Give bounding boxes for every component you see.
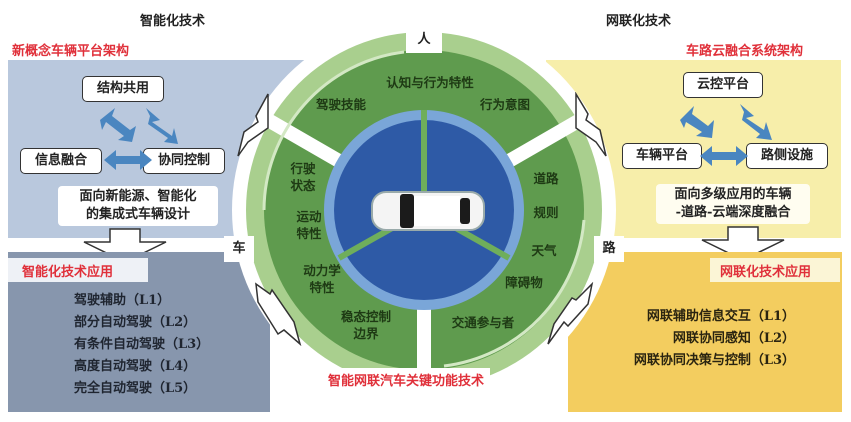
intelligent-application-title-bg: 智能化技术应用 — [8, 258, 148, 282]
level-item: 有条件自动驾驶（L3） — [74, 337, 210, 352]
person-item: 行为意图 — [479, 97, 530, 112]
vehicle-design-description: 面向新能源、智能化 的集成式车辆设计 — [58, 186, 218, 226]
person-sector-label: 人 — [406, 27, 442, 53]
deep-fusion-description: 面向多级应用的车辆 -道路-云端深度融合 — [656, 184, 810, 224]
level-item: 网联辅助信息交互（L1） — [646, 309, 795, 324]
vehicle-platform-title-bg: 新概念车辆平台架构 — [8, 38, 176, 60]
road-item: 规则 — [533, 205, 559, 220]
intelligent-application-title: 智能化技术应用 — [22, 265, 114, 280]
level-item: 网联协同决策与控制（L3） — [633, 353, 795, 368]
person-item: 驾驶技能 — [315, 97, 366, 112]
double-arrow-icon — [104, 150, 152, 170]
zigzag-arrow-icon — [237, 93, 269, 157]
right-heading: 网联化技术 — [606, 14, 672, 29]
intelligent-levels-list: 驾驶辅助（L1） 部分自动驾驶（L2） 有条件自动驾驶（L3） 高度自动驾驶（L… — [74, 290, 209, 400]
vehicle-item: 运动 特性 — [296, 209, 322, 241]
node-vehicle-platform: 车辆平台 — [622, 143, 702, 169]
zigzag-arrow-icon — [575, 92, 607, 157]
connected-application-title-bg: 网联化技术应用 — [710, 258, 840, 282]
node-cooperative-control: 协同控制 — [143, 148, 225, 174]
double-arrow-icon — [146, 108, 178, 144]
connected-levels-list: 网联辅助信息交互（L1） 网联协同感知（L2） 网联协同决策与控制（L3） — [634, 306, 795, 372]
car-icon — [371, 191, 485, 231]
person-item: 认知与行为特性 — [386, 75, 474, 90]
double-arrow-icon — [740, 104, 772, 140]
double-arrow-icon — [680, 106, 714, 138]
key-function-title: 智能网联汽车关键功能技术 — [328, 374, 485, 389]
vehicle-item: 行驶 状态 — [290, 161, 316, 193]
road-item: 交通参与者 — [451, 315, 515, 330]
level-item: 完全自动驾驶（L5） — [74, 381, 197, 396]
zigzag-arrow-icon — [255, 282, 302, 346]
vehicle-road-cloud-title: 车路云融合系统架构 — [686, 44, 804, 59]
vehicle-road-cloud-title-bg: 车路云融合系统架构 — [680, 38, 840, 60]
key-function-title-bg: 智能网联汽车关键功能技术 — [322, 368, 491, 391]
node-roadside-facilities: 路侧设施 — [746, 143, 828, 169]
vehicle-sector-label: 车 — [224, 236, 254, 262]
node-cloud-control-platform: 云控平台 — [683, 72, 763, 98]
down-arrow-icon — [701, 226, 785, 261]
level-item: 部分自动驾驶（L2） — [74, 315, 197, 330]
key-function-wheel — [224, 20, 624, 400]
left-heading: 智能化技术 — [140, 14, 206, 29]
double-arrow-icon — [700, 146, 748, 166]
level-item: 网联协同感知（L2） — [672, 331, 795, 346]
vehicle-item: 稳态控制 边界 — [340, 309, 391, 341]
zigzag-arrow-icon — [547, 282, 594, 345]
node-information-fusion: 信息融合 — [20, 148, 102, 174]
road-item: 障碍物 — [505, 275, 543, 290]
road-item: 道路 — [533, 171, 559, 186]
double-arrow-icons — [680, 104, 772, 166]
double-arrow-icon — [100, 108, 136, 142]
vehicle-item: 动力学 特性 — [303, 263, 341, 295]
road-item: 天气 — [531, 243, 557, 258]
vehicle-platform-title: 新概念车辆平台架构 — [12, 44, 130, 59]
level-item: 高度自动驾驶（L4） — [74, 359, 197, 374]
connected-application-title: 网联化技术应用 — [720, 265, 812, 280]
road-sector-label: 路 — [594, 236, 624, 262]
level-item: 驾驶辅助（L1） — [74, 293, 171, 308]
double-arrow-icons — [100, 108, 178, 170]
node-structure-sharing: 结构共用 — [82, 76, 164, 102]
